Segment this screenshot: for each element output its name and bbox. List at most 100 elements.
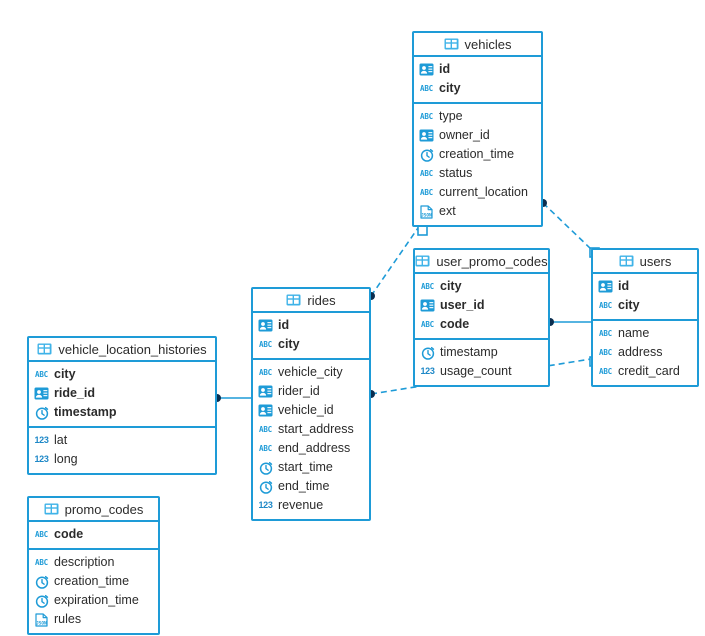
field-name: user_id	[440, 298, 485, 313]
table-grid-icon	[619, 254, 634, 269]
clock-icon	[34, 593, 49, 608]
field-row[interactable]: id	[414, 60, 541, 79]
abc-icon: ABC	[259, 339, 272, 349]
svg-text:JSON: JSON	[421, 212, 432, 218]
abc-icon: ABC	[421, 281, 434, 291]
table-grid-icon	[415, 254, 430, 269]
field-row[interactable]: start_time	[253, 458, 369, 477]
field-row[interactable]: JSON rules	[29, 610, 158, 629]
clock-icon	[34, 574, 49, 589]
field-row[interactable]: id	[253, 316, 369, 335]
field-name: expiration_time	[54, 593, 139, 608]
abc-icon: ABC	[420, 83, 433, 93]
field-name: id	[278, 318, 290, 333]
field-name: owner_id	[439, 128, 490, 143]
field-row[interactable]: timestamp	[415, 343, 548, 362]
123-icon: 123	[34, 435, 49, 445]
table-header[interactable]: rides	[253, 289, 369, 313]
clock-icon	[258, 479, 273, 494]
field-name: revenue	[278, 498, 324, 513]
field-row[interactable]: ABC current_location	[414, 183, 541, 202]
field-row[interactable]: expiration_time	[29, 591, 158, 610]
field-name: city	[54, 367, 76, 382]
field-row[interactable]: creation_time	[29, 572, 158, 591]
id-card-icon	[419, 62, 434, 77]
table-header[interactable]: promo_codes	[29, 498, 158, 522]
field-row[interactable]: vehicle_id	[253, 401, 369, 420]
abc-icon: ABC	[35, 369, 48, 379]
field-row[interactable]: ABC vehicle_city	[253, 363, 369, 382]
field-row[interactable]: id	[593, 277, 697, 296]
abc-icon: ABC	[259, 367, 272, 377]
field-row[interactable]: ABC city	[593, 296, 697, 315]
field-name: type	[439, 109, 463, 124]
field-name: current_location	[439, 185, 528, 200]
field-name: long	[54, 452, 78, 467]
field-row[interactable]: user_id	[415, 296, 548, 315]
id-card-icon	[258, 318, 273, 333]
svg-text:JSON: JSON	[36, 620, 47, 626]
relationship-user_promo_codes-users[interactable]	[546, 318, 591, 326]
table-title: vehicle_location_histories	[58, 341, 207, 357]
table-header[interactable]: vehicle_location_histories	[29, 338, 215, 362]
clock-icon	[419, 147, 434, 162]
field-name: code	[440, 317, 470, 332]
field-row[interactable]: creation_time	[414, 145, 541, 164]
table-header[interactable]: users	[593, 250, 697, 274]
json-document-icon: JSON	[34, 612, 49, 627]
field-name: city	[618, 298, 640, 313]
table-header[interactable]: vehicles	[414, 33, 541, 57]
field-row[interactable]: ride_id	[29, 384, 215, 403]
field-name: city	[278, 337, 300, 352]
field-row[interactable]: ABC city	[29, 365, 215, 384]
table-grid-icon	[286, 293, 301, 308]
field-row[interactable]: end_time	[253, 477, 369, 496]
json-document-icon: JSON	[419, 204, 434, 219]
table-grid-icon	[37, 342, 52, 357]
abc-icon: ABC	[599, 300, 612, 310]
field-name: rider_id	[278, 384, 320, 399]
field-name: rules	[54, 612, 82, 627]
field-row[interactable]: ABC city	[253, 335, 369, 354]
table-header[interactable]: user_promo_codes	[415, 250, 548, 274]
abc-icon: ABC	[259, 443, 272, 453]
table-title: vehicles	[464, 36, 512, 52]
field-name: ride_id	[54, 386, 95, 401]
field-row[interactable]: timestamp	[29, 403, 215, 422]
field-row[interactable]: owner_id	[414, 126, 541, 145]
table-grid-icon	[44, 502, 59, 517]
abc-icon: ABC	[599, 366, 612, 376]
id-card-icon	[420, 298, 435, 313]
field-row[interactable]: rider_id	[253, 382, 369, 401]
relationship-vehicle_location_histories-rides[interactable]	[213, 394, 251, 402]
abc-icon: ABC	[420, 187, 433, 197]
field-name: vehicle_city	[278, 365, 343, 380]
